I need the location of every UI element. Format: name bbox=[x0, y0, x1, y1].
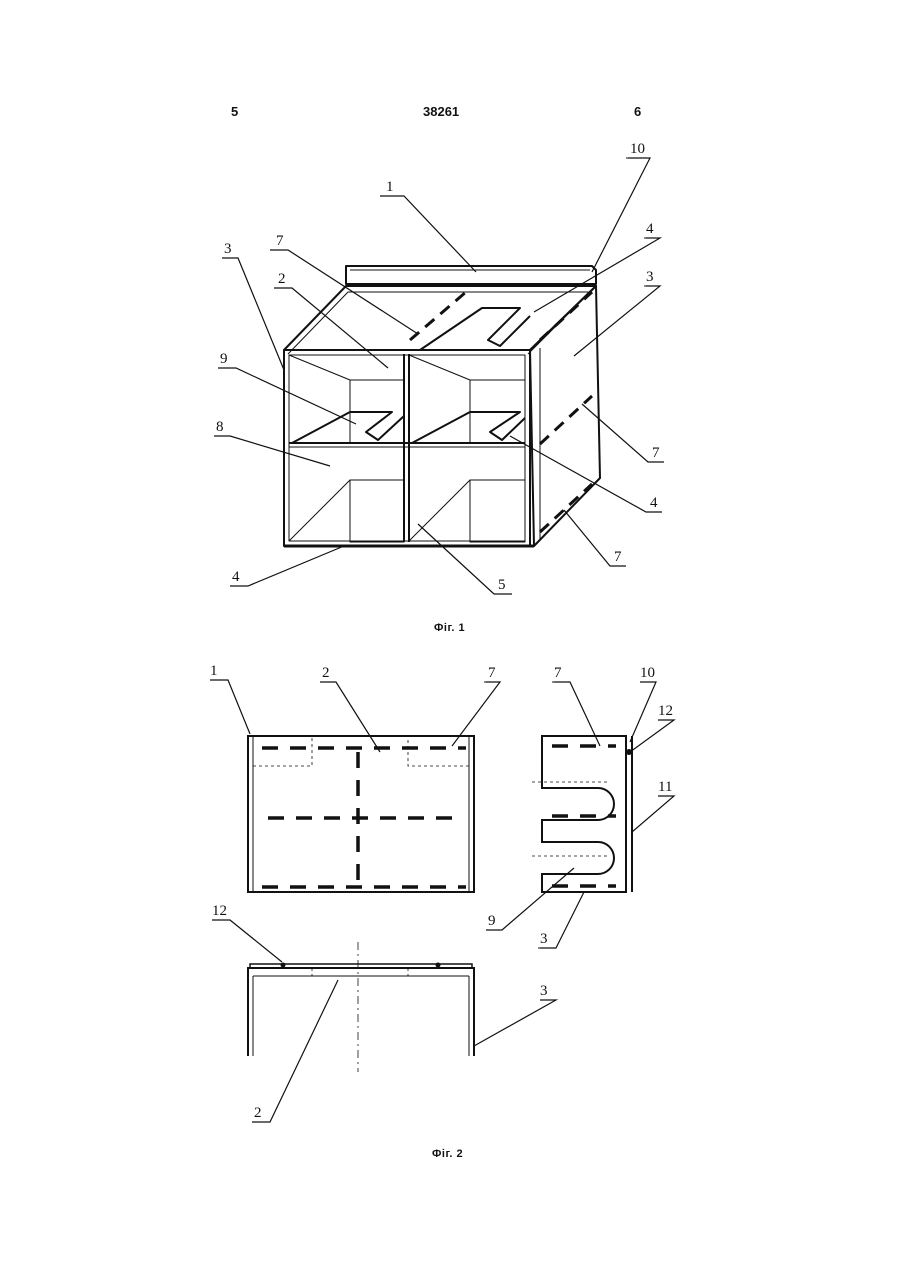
fig2-label-2-top: 2 bbox=[322, 665, 330, 681]
fig2-label-3-side: 3 bbox=[540, 931, 548, 947]
fig2-label-10: 10 bbox=[640, 665, 655, 681]
fig2-label-9: 9 bbox=[488, 913, 496, 929]
fig2-label-12-front: 12 bbox=[212, 903, 227, 919]
fig2-label-3-front: 3 bbox=[540, 983, 548, 999]
fig2-label-7-plate: 7 bbox=[488, 665, 496, 681]
fig2-label-1: 1 bbox=[210, 663, 218, 679]
side-panel-with-slots bbox=[542, 736, 626, 892]
plate-top-view bbox=[248, 736, 474, 892]
figure-2-caption: Фіг. 2 bbox=[432, 1148, 463, 1160]
front-view-bracket bbox=[248, 968, 474, 1056]
fig2-label-12-side: 12 bbox=[658, 703, 673, 719]
fig2-label-2-front: 2 bbox=[254, 1105, 262, 1121]
fig2-label-11: 11 bbox=[658, 779, 672, 795]
fig2-label-7-side: 7 bbox=[554, 665, 562, 681]
